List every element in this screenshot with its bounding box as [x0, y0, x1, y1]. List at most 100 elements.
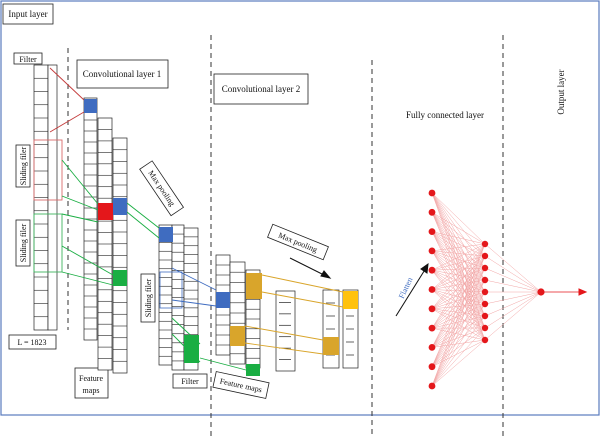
- gold-link-1: [261, 274, 344, 293]
- edge: [431, 267, 486, 387]
- sliding-filer-1-label: Sliding filer: [19, 146, 28, 185]
- input-node-1: [428, 189, 436, 197]
- highlight-cells: [84, 99, 358, 376]
- gold-cell-2: [230, 326, 245, 346]
- input-node-2: [428, 208, 436, 216]
- edge: [431, 270, 486, 329]
- sliding-window-green: [33, 213, 63, 273]
- length-box: [8, 334, 57, 350]
- edge: [431, 192, 486, 305]
- output-layer-label: Output layer: [556, 69, 566, 114]
- max-pooling-arrow-line: [289, 257, 327, 277]
- edge: [431, 243, 486, 387]
- green-cell-2: [184, 335, 199, 363]
- blue-cell-1: [84, 99, 97, 113]
- hidden-node-7: [481, 312, 489, 320]
- conv1-label: Convolutional layer 1: [83, 69, 162, 79]
- edge: [431, 231, 486, 257]
- blue-link-2: [171, 299, 217, 307]
- conv2-box: [213, 73, 309, 105]
- edge: [431, 250, 486, 329]
- gold-cell-1: [246, 273, 262, 299]
- edge: [431, 250, 486, 293]
- sliding-window-red: [33, 139, 63, 201]
- green-link-6: [126, 202, 160, 229]
- edge: [484, 243, 542, 293]
- conv2-label: Convolutional layer 2: [222, 84, 301, 94]
- edge: [431, 303, 486, 348]
- input-node-7: [428, 305, 436, 313]
- green-link-7: [126, 211, 160, 239]
- edge: [431, 255, 486, 387]
- input-node-10: [428, 363, 436, 371]
- edge: [431, 231, 486, 317]
- conv1-box: [76, 59, 169, 89]
- hidden-node-8: [481, 324, 489, 332]
- green-link-5: [61, 159, 99, 205]
- grid-column-4: [97, 117, 113, 371]
- edge: [431, 289, 486, 317]
- grid-column-13: [322, 289, 340, 369]
- edge: [431, 289, 486, 329]
- green-cell-3: [246, 364, 260, 376]
- sliding-filer-3-label: Sliding filer: [144, 278, 153, 317]
- red-link-top: [49, 67, 85, 101]
- edge: [431, 269, 486, 305]
- edge: [431, 315, 486, 387]
- feature-maps-2-box: [212, 371, 270, 399]
- input-layer-box: [2, 3, 54, 25]
- edge: [431, 243, 486, 309]
- yellow-cell: [343, 291, 358, 309]
- edge: [431, 231, 486, 329]
- edge: [431, 267, 486, 367]
- edge: [431, 243, 486, 271]
- edge: [431, 231, 486, 245]
- green-link-1: [61, 195, 99, 211]
- edge: [431, 291, 486, 387]
- edge: [431, 243, 486, 329]
- flatten-label: Flatten: [397, 276, 415, 300]
- input-node-5: [428, 266, 436, 274]
- edge: [431, 315, 486, 348]
- grid-column-6: [158, 224, 173, 366]
- edge: [431, 212, 486, 257]
- sliding-filter-bracket: [159, 271, 183, 309]
- edge: [431, 231, 486, 293]
- edge: [431, 315, 486, 367]
- edge: [431, 308, 486, 329]
- edge: [431, 192, 486, 245]
- fully-connected-network: [428, 189, 545, 390]
- edge: [431, 291, 486, 348]
- gold-link-2: [261, 291, 344, 308]
- grid-column-10: [229, 261, 246, 365]
- edge: [431, 192, 486, 269]
- input-node-6: [428, 286, 436, 293]
- edge: [431, 231, 486, 269]
- connection-lines: [33, 67, 344, 371]
- edge: [484, 291, 542, 305]
- edge: [431, 303, 486, 387]
- edge: [431, 269, 486, 293]
- edge: [431, 212, 486, 245]
- max-pooling-1-box: [139, 160, 185, 217]
- edge: [431, 212, 486, 281]
- edge: [431, 231, 486, 281]
- edge: [431, 192, 486, 281]
- blue-cell-4: [216, 292, 230, 308]
- hidden-node-6: [481, 300, 489, 308]
- edge: [431, 243, 486, 252]
- red-cell: [98, 203, 113, 220]
- edge: [431, 279, 486, 367]
- grid-column-1: [33, 64, 49, 331]
- input-node-3: [428, 228, 436, 236]
- length-label: L = 1823: [17, 338, 46, 347]
- sliding-filer-2-box: [15, 219, 31, 267]
- edge: [431, 212, 486, 269]
- edge: [431, 255, 486, 367]
- edge: [484, 291, 542, 341]
- output-arrow: [541, 288, 588, 296]
- edge: [431, 279, 486, 348]
- green-link-3: [61, 245, 114, 276]
- red-link-bottom: [49, 111, 85, 133]
- feature-maps-1-label-a: Feature: [79, 374, 103, 383]
